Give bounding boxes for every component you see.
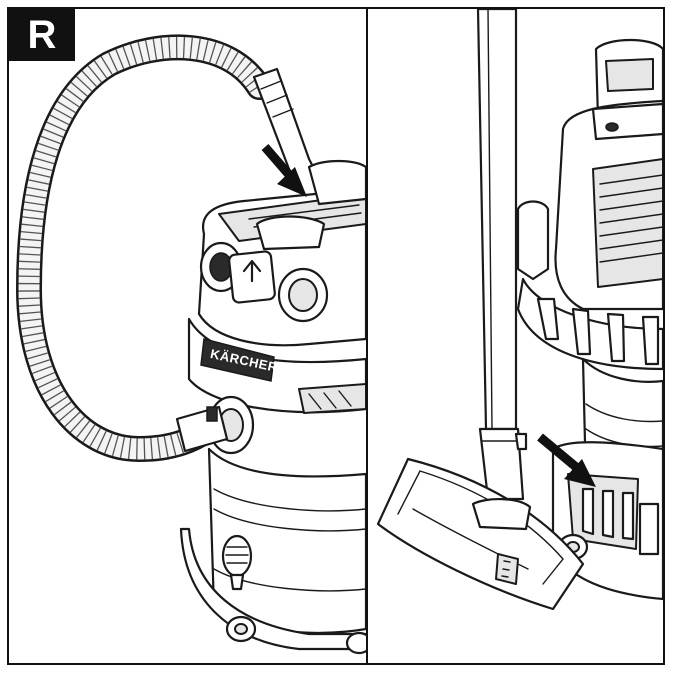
suction-hose	[15, 34, 272, 463]
vacuum-head	[197, 159, 366, 347]
floor-nozzle	[376, 457, 585, 611]
vacuum-hose-connection-drawing: KÄRCHER	[15, 34, 366, 655]
arrow-icon	[261, 144, 307, 197]
power-switch-icon	[242, 259, 262, 283]
vacuum-body: KÄRCHER	[175, 317, 366, 655]
suction-tube	[476, 9, 528, 501]
vacuum-head-rear	[554, 39, 663, 311]
arrow-icon	[537, 433, 596, 487]
accessory-holder	[516, 200, 663, 371]
floor-nozzle-storage-drawing	[376, 9, 663, 611]
panel-divider	[366, 7, 368, 665]
figure-label-badge: R	[9, 9, 75, 61]
right-panel-illustration	[368, 9, 663, 663]
left-panel-illustration: KÄRCHER	[9, 9, 366, 663]
